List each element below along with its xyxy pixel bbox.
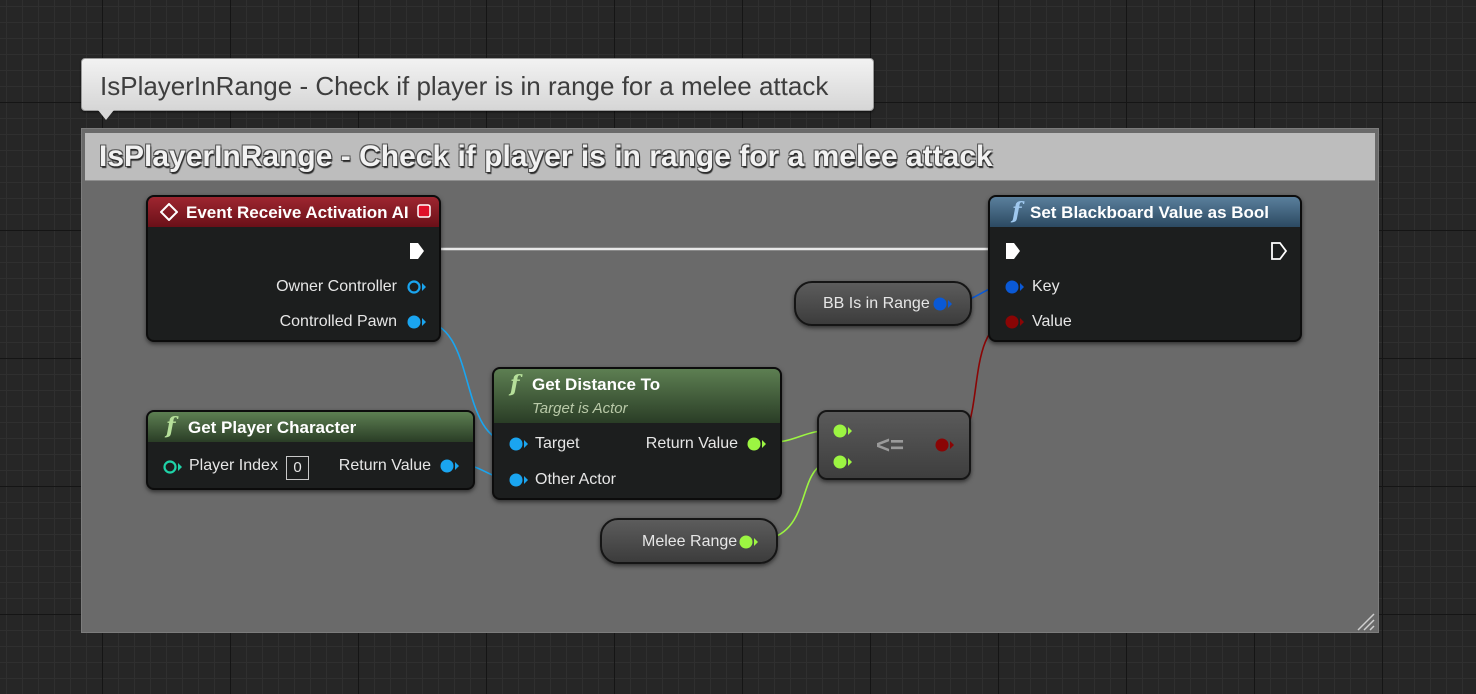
compare-output-pin-icon[interactable] (934, 437, 956, 453)
player-index-label: Player Index (189, 457, 278, 474)
value-pin-icon[interactable] (1004, 314, 1026, 330)
player-return-value-label: Return Value (338, 457, 431, 474)
exec-out-pin-icon[interactable] (408, 241, 426, 261)
less-equal-compare-node[interactable]: <= (817, 410, 971, 480)
exec-in-pin-icon[interactable] (1004, 241, 1022, 261)
melee-range-output-pin-icon[interactable] (738, 534, 760, 550)
function-icon: f (510, 371, 520, 397)
other-actor-label: Other Actor (535, 471, 616, 488)
get-distance-node-title: Get Distance To (532, 375, 661, 394)
compare-operator-label: <= (876, 432, 905, 459)
key-label: Key (1032, 278, 1060, 295)
function-icon: f (1012, 198, 1022, 224)
delegate-pin-icon[interactable] (416, 203, 432, 219)
target-label: Target (535, 435, 580, 452)
event-diamond-icon (160, 203, 178, 221)
compare-input-a-pin-icon[interactable] (832, 423, 854, 439)
comment-bubble[interactable]: IsPlayerInRange - Check if player is in … (81, 58, 874, 111)
resize-handle-icon[interactable] (1356, 612, 1376, 632)
value-label: Value (1032, 313, 1072, 330)
target-pin-icon[interactable] (508, 436, 530, 452)
key-pin-icon[interactable] (1004, 279, 1026, 295)
comment-bubble-tail (98, 110, 114, 120)
bb-output-pin-icon[interactable] (932, 296, 954, 312)
get-player-node-title: Get Player Character (188, 418, 357, 437)
controlled-pawn-label: Controlled Pawn (279, 313, 397, 330)
event-node-header (148, 197, 439, 227)
melee-range-variable[interactable]: Melee Range (600, 518, 778, 564)
player-return-pin-icon[interactable] (439, 458, 461, 474)
exec-out-pin-icon[interactable] (1270, 241, 1288, 261)
player-index-pin-icon[interactable] (162, 459, 184, 475)
comment-header[interactable]: IsPlayerInRange - Check if player is in … (85, 133, 1375, 181)
player-index-input[interactable]: 0 (286, 456, 309, 480)
controlled-pawn-pin-icon[interactable] (406, 314, 428, 330)
compare-input-b-pin-icon[interactable] (832, 454, 854, 470)
set-bb-node-title: Set Blackboard Value as Bool (1030, 203, 1270, 222)
get-player-character-node[interactable]: f Get Player Character Player Index 0 Re… (146, 410, 475, 490)
comment-bubble-text: IsPlayerInRange - Check if player is in … (100, 71, 829, 101)
melee-range-label: Melee Range (642, 533, 738, 550)
bb-is-in-range-label: BB Is in Range (823, 295, 930, 312)
owner-controller-pin-icon[interactable] (406, 279, 428, 295)
set-bb-node-header (990, 197, 1300, 227)
distance-return-pin-icon[interactable] (746, 436, 768, 452)
comment-title: IsPlayerInRange - Check if player is in … (99, 140, 993, 173)
event-node-title: Event Receive Activation AI (186, 203, 409, 222)
get-distance-to-node[interactable]: f Get Distance To Target is Actor Target… (492, 367, 782, 500)
other-actor-pin-icon[interactable] (508, 472, 530, 488)
set-blackboard-bool-node[interactable]: f Set Blackboard Value as Bool Key Value (988, 195, 1302, 342)
event-receive-activation-node[interactable]: Event Receive Activation AI Owner Contro… (146, 195, 441, 342)
owner-controller-label: Owner Controller (276, 278, 397, 295)
get-player-node-header (148, 412, 473, 442)
get-distance-node-subtitle: Target is Actor (532, 400, 628, 417)
bb-is-in-range-variable[interactable]: BB Is in Range (794, 281, 972, 326)
get-distance-node-header (494, 369, 780, 423)
distance-return-value-label: Return Value (645, 435, 738, 452)
function-icon: f (166, 413, 176, 439)
